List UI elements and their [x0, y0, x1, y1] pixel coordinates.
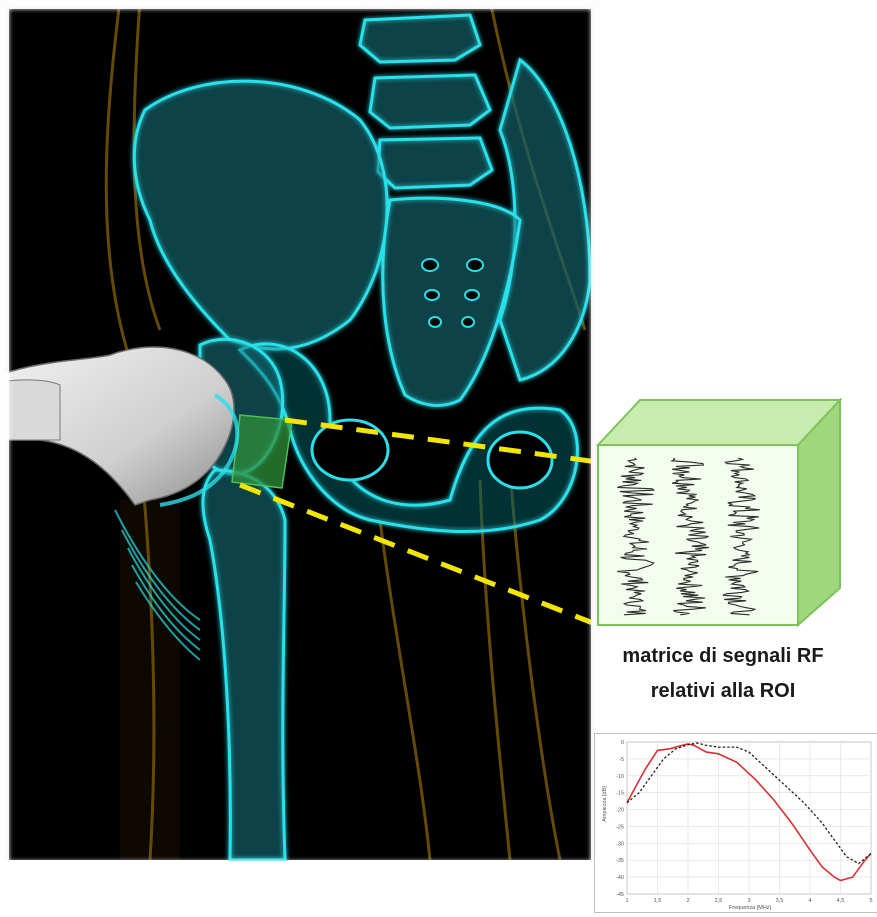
y-tick-label: -20 — [616, 808, 624, 814]
y-axis-label: Ampiezza [dB] — [602, 786, 608, 822]
y-tick-label: -15 — [616, 791, 624, 797]
cube-top-face — [598, 400, 840, 445]
y-tick-label: -10 — [616, 774, 624, 780]
obturator-right — [488, 432, 552, 488]
y-tick-labels: 0 -5 -10 -15 -20 -25 -30 -35 -40 -45 — [616, 740, 624, 898]
y-tick-label: -5 — [619, 757, 624, 763]
x-tick-label: 3,5 — [776, 898, 784, 904]
spectrum-chart-svg: 0 -5 -10 -15 -20 -25 -30 -35 -40 -45 1 1,5 2 2,5 3 3,5… — [595, 734, 877, 912]
x-tick-label: 1 — [625, 898, 628, 904]
pelvis-illustration — [0, 0, 600, 870]
x-tick-label: 1,5 — [654, 898, 662, 904]
x-tick-label: 3 — [747, 898, 750, 904]
y-tick-label: -35 — [616, 858, 624, 864]
y-tick-label: -25 — [616, 824, 624, 830]
x-tick-label: 2 — [686, 898, 689, 904]
x-tick-label: 4 — [808, 898, 811, 904]
caption-line-2: relativi alla ROI — [588, 678, 858, 704]
x-tick-label: 2,5 — [715, 898, 723, 904]
x-tick-label: 5 — [869, 898, 872, 904]
y-tick-label: -40 — [616, 875, 624, 881]
y-tick-label: 0 — [621, 740, 624, 746]
y-tick-label: -30 — [616, 841, 624, 847]
y-tick-label: -45 — [616, 892, 624, 898]
cube-side-face — [798, 400, 840, 625]
rf-trace-3 — [723, 458, 760, 615]
rf-trace-2 — [672, 458, 709, 615]
spectrum-chart: 0 -5 -10 -15 -20 -25 -30 -35 -40 -45 1 1,5 2 2,5 3 3,5… — [594, 733, 877, 913]
cube-front-face — [598, 445, 798, 625]
x-tick-labels: 1 1,5 2 2,5 3 3,5 4 4,5 5 — [625, 898, 872, 904]
roi-region — [232, 415, 292, 488]
rf-trace-1 — [617, 458, 654, 615]
x-tick-label: 4,5 — [837, 898, 845, 904]
caption-line-1: matrice di segnali RF — [588, 643, 858, 669]
obturator-left — [312, 420, 388, 480]
leg-tint — [120, 500, 180, 860]
chart-grid — [627, 742, 871, 894]
x-axis-label: Frequenza [MHz] — [729, 905, 772, 911]
rf-signal-traces — [617, 458, 760, 615]
